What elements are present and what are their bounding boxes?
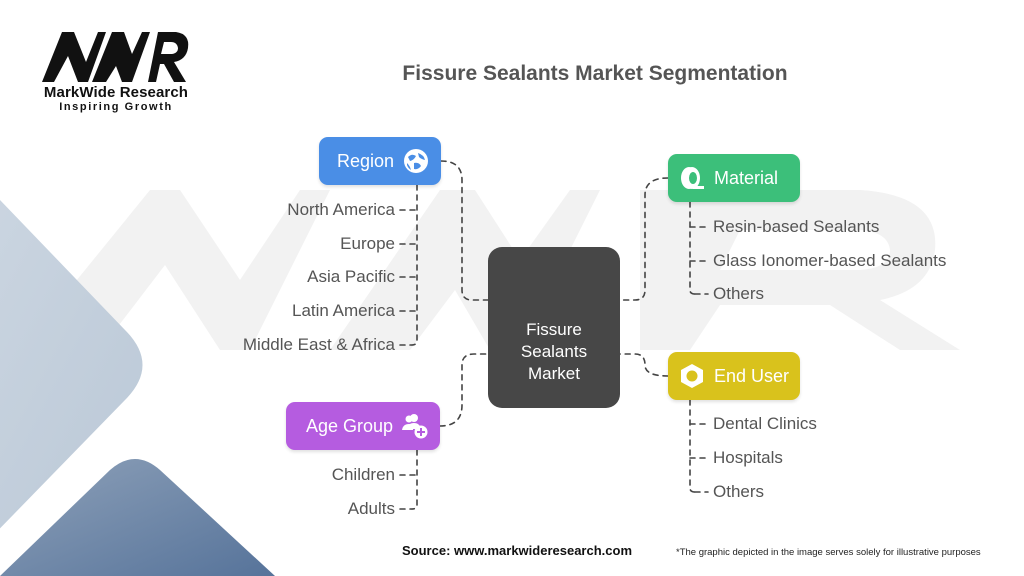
segment-label-region: Region <box>337 150 395 171</box>
region-item: Middle East & Africa <box>242 335 395 354</box>
region-item: North America <box>287 200 395 219</box>
hex-nut-icon <box>678 362 706 390</box>
segment-box-age-group: Age Group <box>286 402 440 450</box>
region-item: Asia Pacific <box>307 267 395 286</box>
end-user-item: Hospitals <box>713 448 783 467</box>
segment-label-material: Material <box>714 167 779 188</box>
add-users-icon <box>401 412 429 440</box>
center-line-3: Market <box>528 363 580 383</box>
center-line-2: Sealants <box>520 341 588 361</box>
mwr-logo-mark-icon <box>42 32 189 82</box>
center-line-1: Fissure <box>526 319 582 339</box>
age-group-item: Adults <box>347 499 395 518</box>
brand-logo: MarkWide Research Inspiring Growth <box>36 30 196 115</box>
segment-label-age-group: Age Group <box>306 415 394 436</box>
source-citation: Source: www.markwideresearch.com <box>402 543 633 558</box>
end-user-item: Others <box>713 482 765 501</box>
region-item: Europe <box>340 234 395 253</box>
segment-box-end-user: End User <box>668 352 800 400</box>
segment-label-end-user: End User <box>714 365 790 386</box>
disclaimer-note: *The graphic depicted in the image serve… <box>676 547 981 558</box>
segment-box-material: Material <box>668 154 800 202</box>
material-item: Glass Ionomer-based Sealants <box>713 251 947 270</box>
material-item: Others <box>713 284 765 303</box>
age-group-item: Children <box>331 465 395 484</box>
end-user-item: Dental Clinics <box>713 414 817 433</box>
region-item: Latin America <box>292 301 395 320</box>
segment-box-region: Region <box>319 137 441 185</box>
center-node-fissure-sealants-market: Fissure Sealants Market <box>488 247 620 408</box>
globe-icon <box>402 147 430 175</box>
brand-name: MarkWide Research <box>43 84 189 101</box>
page-title: Fissure Sealants Market Segmentation <box>402 62 788 85</box>
tape-roll-icon <box>678 164 706 192</box>
material-item: Resin-based Sealants <box>713 217 880 236</box>
brand-tagline: Inspiring Growth <box>59 101 173 113</box>
